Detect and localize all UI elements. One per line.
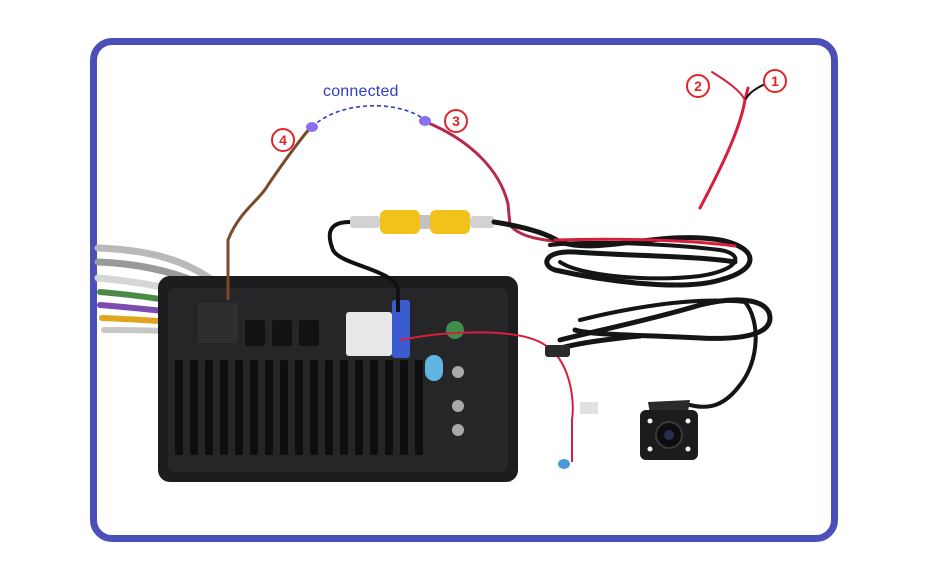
trigger-wire [399, 331, 574, 421]
connected-label: connected [323, 83, 399, 100]
connected-arc [311, 105, 426, 128]
camera-icon [640, 400, 698, 460]
rca-cable [327, 220, 400, 312]
callout-4: 4 [271, 128, 295, 152]
wire-tag [580, 402, 598, 414]
rca-connector [350, 210, 494, 234]
wire-4-brown [226, 127, 312, 300]
callout-3: 3 [444, 109, 468, 133]
trigger-wire-end [558, 459, 570, 469]
callout-2: 2 [686, 74, 710, 98]
wire-3-red [425, 120, 561, 244]
wire-4-end [306, 122, 318, 132]
camera-cable-coil [491, 71, 773, 409]
callout-1: 1 [763, 69, 787, 93]
head-unit [158, 276, 518, 482]
wire-3-end [419, 116, 431, 126]
